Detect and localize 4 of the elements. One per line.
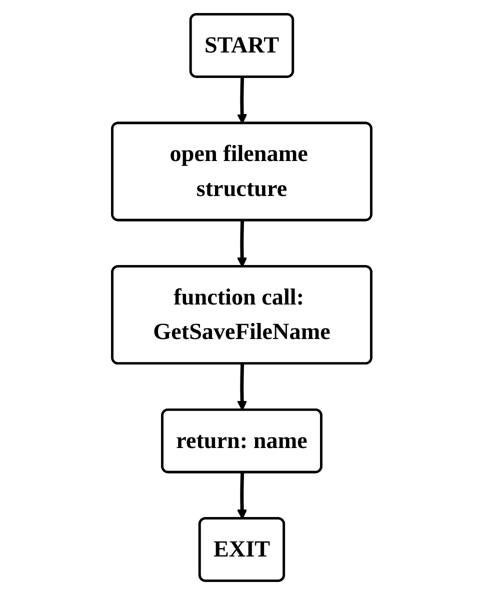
arrow (237, 77, 248, 124)
arrow (237, 472, 248, 520)
arrow (237, 220, 248, 268)
arrow (237, 364, 248, 411)
